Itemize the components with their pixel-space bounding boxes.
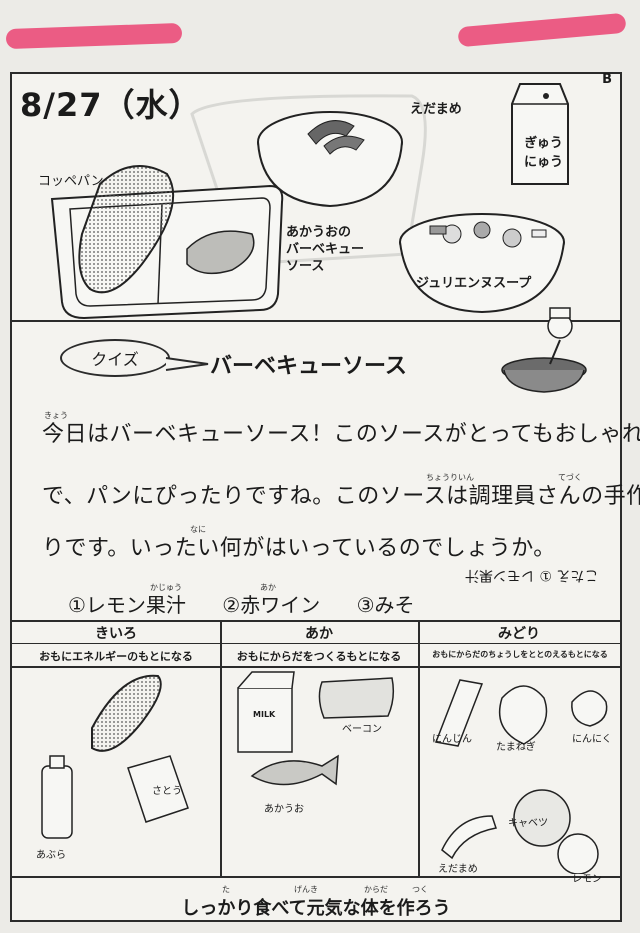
table-col-divider-1: [220, 620, 222, 876]
food-sugar: さとう: [152, 786, 182, 797]
food-bacon: ベーコン: [342, 724, 382, 735]
quiz-bubble: クイズ: [60, 339, 170, 377]
ruby-genki: げんき: [294, 885, 318, 894]
group-yellow-name: きいろ: [95, 626, 137, 642]
ruby-kyou: きょう: [44, 411, 68, 420]
fish-with-sauce-illustration: [186, 230, 255, 275]
ruby-ta: た: [222, 885, 230, 894]
quiz-choices: ①レモン果汁 ②赤ワイン ③みそ: [68, 589, 445, 618]
group-yellow-desc: おもにエネルギーのもとになる: [39, 650, 193, 663]
table-col-divider-2: [418, 620, 420, 876]
ruby-kajuu: かじゅう: [150, 583, 182, 592]
choice-1: ①レモン果汁: [68, 593, 186, 617]
menu-date: 8/27（水）: [20, 86, 202, 124]
food-carrot: にんじん: [432, 734, 472, 745]
ruby-karada: からだ: [364, 885, 388, 894]
milk-carton-illustration: [511, 83, 569, 185]
bread-label: コッペパン: [38, 174, 104, 189]
food-lemon: レモン: [572, 874, 602, 885]
edamame-label: えだまめ: [410, 102, 462, 117]
soup-label: ジュリエンヌスープ: [416, 276, 532, 291]
quiz-line-3: りです。いったい何がはいっているのでしょうか。: [42, 536, 556, 561]
quiz-line-2: で、パンにぴったりですね。このソースは調理員さんの手作: [42, 484, 640, 509]
lunch-menu-sheet: B 8/27（水）: [10, 72, 640, 922]
milk-box-label: MILK: [253, 710, 276, 719]
choice-2: ②赤ワイン: [222, 593, 321, 617]
soup-bowl-illustration: [399, 213, 565, 314]
sauce-label: あかうおの バーベキュー ソース: [286, 225, 365, 274]
food-oil: あぶら: [36, 850, 66, 861]
bread-illustration: [78, 165, 175, 294]
ruby-nani: なに: [190, 525, 206, 534]
quiz-line-1: 今日はバーベキューソース！このソースがとってもおしゃれ: [42, 422, 640, 447]
food-edamame: えだまめ: [438, 864, 478, 875]
food-onion: たまねぎ: [496, 742, 536, 753]
milk-label: ぎゅう にゅう: [524, 136, 564, 170]
group-red-name: あか: [305, 626, 333, 642]
ruby-tsuku: つく: [412, 885, 428, 894]
pink-tape-right: [457, 12, 627, 48]
menu-illustration: [50, 83, 569, 320]
sheet-id: B: [602, 72, 612, 87]
table-bottom-line: [12, 876, 620, 878]
food-garlic: にんにく: [572, 734, 612, 745]
ruby-chouriin: ちょうりいん: [426, 473, 474, 482]
table-top-line: [12, 620, 620, 622]
table-desc-line: [12, 666, 620, 668]
bubble-tail: [165, 357, 209, 371]
ruby-tezuku: てづく: [558, 473, 582, 482]
group-green-desc: おもにからだのちょうしをととのえるもとになる: [432, 650, 608, 659]
food-groups-illustration: [41, 671, 608, 874]
quiz-answer-upside-down: こたえ ① レモン果汁: [465, 567, 599, 583]
slogan: しっかり食べて元気な体を作ろう: [181, 898, 451, 919]
group-red-desc: おもにからだをつくるもとになる: [236, 650, 402, 663]
food-redfish: あかうお: [264, 804, 304, 815]
edamame-bowl-illustration: [257, 111, 403, 208]
menu-divider: [12, 320, 620, 322]
food-cabbage: キャベツ: [508, 818, 548, 829]
table-header-line: [12, 643, 620, 644]
choice-3: ③みそ: [356, 593, 415, 617]
chef-cooking-illustration: [501, 307, 587, 393]
quiz-title: バーベキューソース: [210, 354, 407, 379]
group-green-name: みどり: [498, 626, 540, 642]
pink-tape-left: [5, 22, 183, 50]
ruby-aka: あか: [260, 583, 276, 592]
